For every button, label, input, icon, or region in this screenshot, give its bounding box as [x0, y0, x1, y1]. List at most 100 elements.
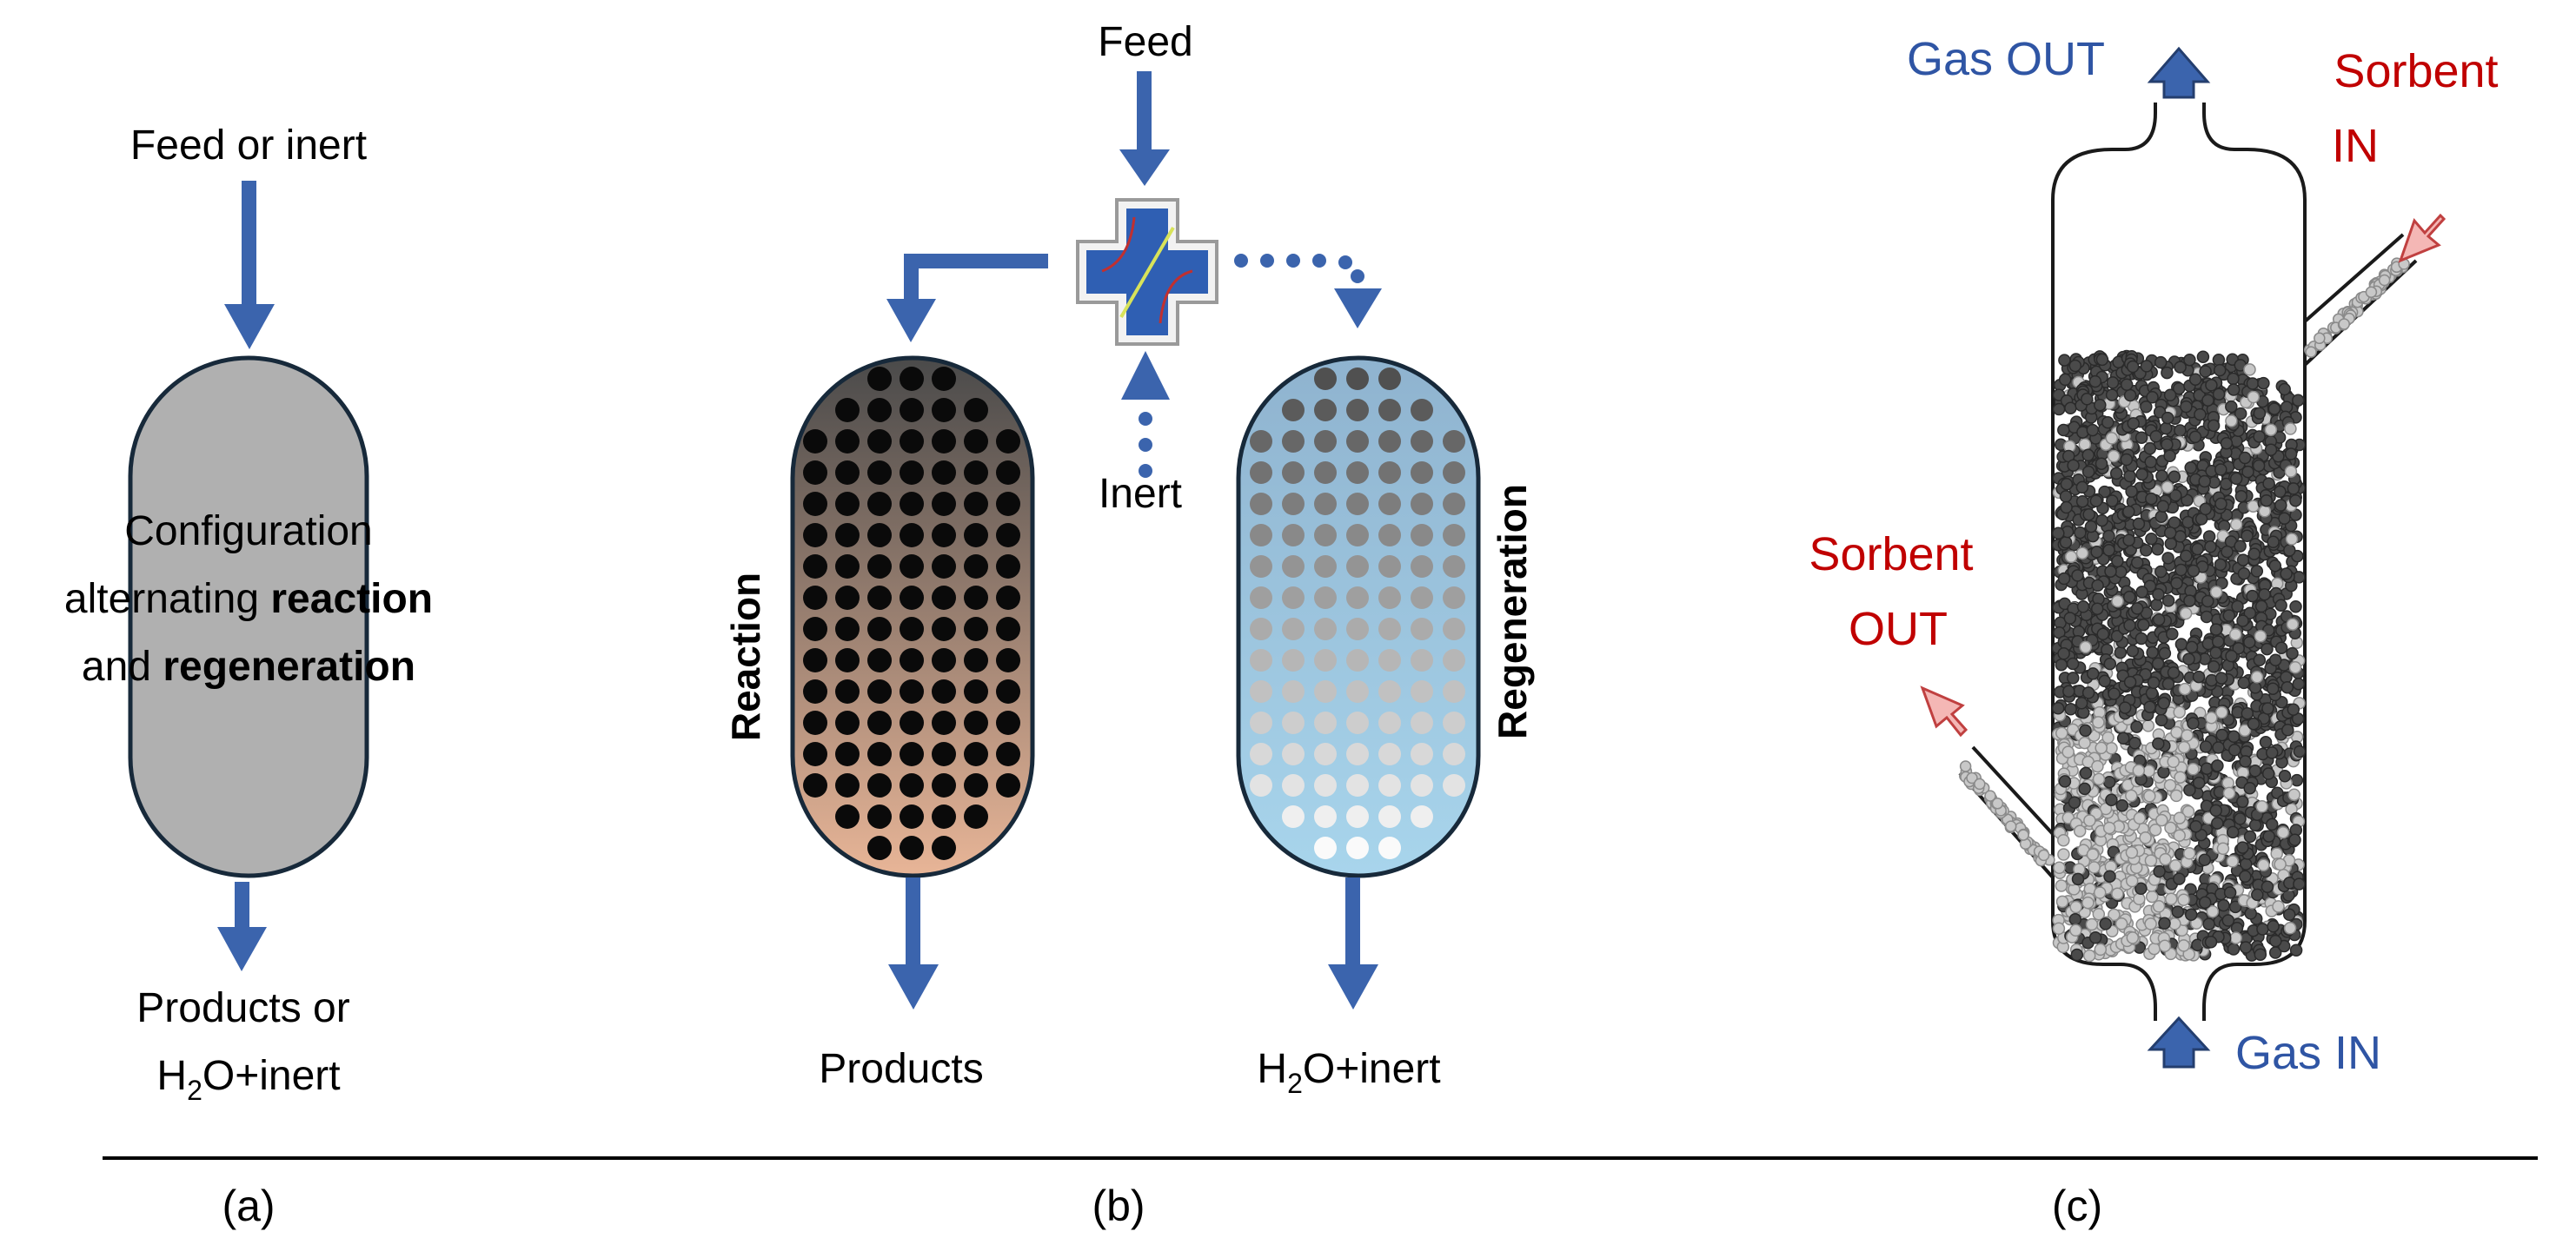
particle — [2236, 841, 2249, 854]
particle — [1411, 712, 1433, 734]
particle — [2090, 602, 2104, 615]
particle — [2125, 789, 2138, 803]
particle — [1314, 837, 1337, 859]
particle — [2287, 703, 2300, 716]
particle — [2133, 892, 2146, 906]
particle — [900, 617, 924, 641]
particle — [964, 804, 988, 829]
particle — [964, 523, 988, 547]
particle — [2120, 453, 2134, 467]
particle — [2236, 795, 2249, 809]
particle — [2094, 398, 2107, 412]
particle — [996, 711, 1020, 735]
particle — [2293, 745, 2307, 758]
caption-c: (c) — [2052, 1182, 2102, 1230]
particle — [1314, 524, 1337, 546]
particle — [900, 367, 924, 391]
particle — [867, 773, 892, 798]
particle — [2191, 542, 2204, 556]
particle — [1443, 618, 1465, 640]
particle — [2241, 465, 2254, 479]
particle — [2199, 502, 2212, 516]
sorbent-out-label-1: Sorbent — [1809, 528, 1973, 580]
particle — [2125, 846, 2139, 859]
particle — [1411, 805, 1433, 828]
particle — [2143, 442, 2157, 455]
particle — [2053, 861, 2066, 875]
particle — [2194, 407, 2207, 421]
particle — [2261, 880, 2274, 893]
particle — [2244, 907, 2257, 920]
h2o-inert-label-a: H2O+inert — [156, 1053, 340, 1106]
particle — [1314, 774, 1337, 797]
particle — [2058, 354, 2071, 367]
config-regeneration-bold: regeneration — [163, 644, 415, 690]
panel-a: Feed or inert Configuration alternating … — [64, 122, 433, 1230]
particle — [2238, 724, 2252, 738]
particle — [2168, 470, 2181, 484]
particle — [964, 773, 988, 798]
particle — [867, 492, 892, 516]
particle — [803, 742, 827, 766]
particle — [2098, 485, 2111, 499]
particle — [2075, 480, 2089, 494]
particle — [2122, 505, 2135, 519]
particle — [2140, 401, 2153, 414]
particle — [803, 460, 827, 485]
particle — [2289, 494, 2302, 507]
particle — [2284, 422, 2297, 435]
particle — [2204, 540, 2217, 553]
particle — [2140, 544, 2153, 557]
particle — [2192, 670, 2206, 684]
particle — [2234, 540, 2247, 553]
sorbent-out-label-2: OUT — [1849, 603, 1948, 655]
particle — [835, 492, 860, 516]
particle — [835, 617, 860, 641]
particle — [932, 554, 956, 579]
particle — [1411, 493, 1433, 515]
particle — [2120, 378, 2134, 391]
sorbent-out-arrow-icon — [1920, 685, 1969, 738]
particle — [2226, 855, 2240, 868]
particle — [964, 398, 988, 422]
particle — [2155, 813, 2168, 827]
particle — [2125, 874, 2139, 888]
particle — [1282, 586, 1305, 609]
particle — [2228, 900, 2242, 914]
particle — [2057, 423, 2070, 437]
particle — [2108, 908, 2121, 922]
particle — [2083, 814, 2096, 827]
particle — [2227, 943, 2241, 956]
particle — [867, 804, 892, 829]
particle — [2163, 778, 2177, 792]
particle — [2288, 660, 2302, 674]
particle — [2075, 697, 2088, 710]
particle — [867, 554, 892, 579]
particle — [2274, 641, 2288, 654]
particle — [2126, 360, 2140, 374]
particle — [2081, 393, 2094, 406]
particle — [2090, 546, 2103, 559]
particle — [1443, 461, 1465, 484]
valve-to-reaction-arrow-icon — [886, 254, 1048, 342]
particle — [2137, 618, 2150, 632]
particle — [2274, 599, 2287, 612]
particle — [2061, 745, 2075, 758]
particle — [1282, 774, 1305, 797]
particle — [996, 679, 1020, 704]
particle — [2213, 363, 2227, 377]
particle — [900, 492, 924, 516]
particle — [1443, 680, 1465, 703]
particle — [1282, 680, 1305, 703]
particle — [2289, 944, 2303, 957]
particle — [2064, 401, 2077, 415]
particle — [2157, 765, 2170, 779]
particle — [2243, 635, 2256, 649]
particle — [2234, 812, 2247, 825]
particle — [835, 773, 860, 798]
gas-out-label: Gas OUT — [1907, 33, 2105, 85]
particle — [867, 367, 892, 391]
particle — [1250, 649, 1272, 672]
particle — [2221, 914, 2235, 927]
products-or-label: Products or — [136, 985, 349, 1031]
